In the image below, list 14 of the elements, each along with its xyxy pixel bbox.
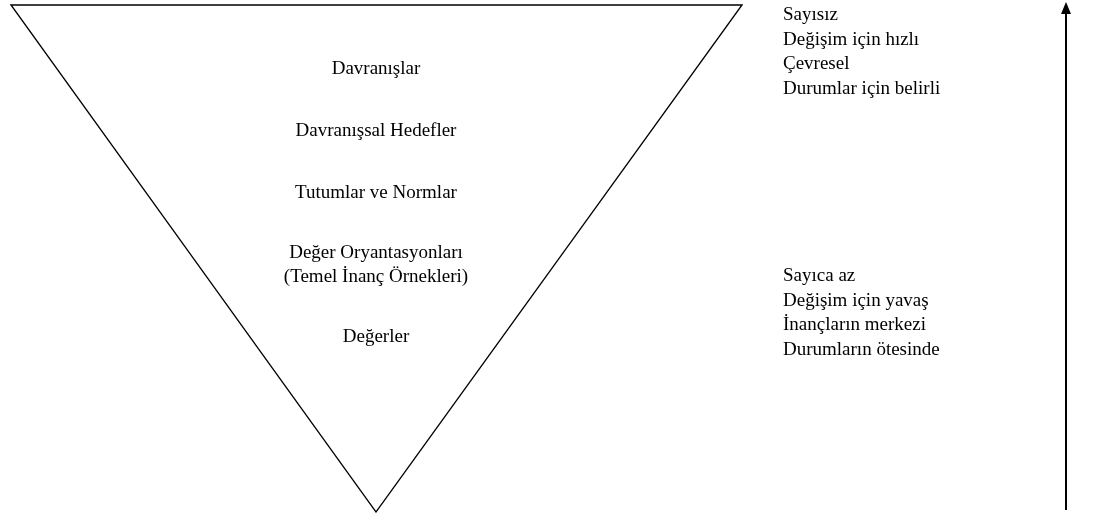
- characteristic-text: İnançların merkezi: [783, 312, 926, 336]
- characteristic-text: Çevresel: [783, 51, 850, 75]
- characteristic-text: Sayısız: [783, 2, 838, 26]
- characteristic-text: Değişim için hızlı: [783, 27, 920, 51]
- level-label: Davranışlar: [330, 56, 422, 80]
- inverted-triangle: [10, 4, 743, 513]
- level-label: Değerler: [341, 324, 411, 348]
- level-label: Davranışsal Hedefler: [294, 118, 458, 142]
- level-label: Değer Oryantasyonları (Temel İnanç Örnekleri): [282, 240, 470, 288]
- characteristic-text: Sayıca az: [783, 263, 856, 287]
- characteristic-text: Durumların ötesinde: [783, 337, 940, 361]
- characteristic-text: Durumlar için belirli: [783, 76, 941, 100]
- level-label: Tutumlar ve Normlar: [294, 180, 458, 204]
- characteristic-text: Değişim için yavaş: [783, 288, 929, 312]
